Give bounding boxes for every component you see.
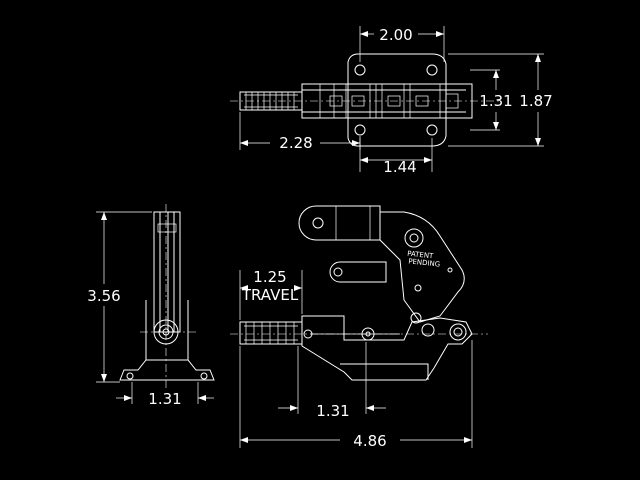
dim-front-overall-length: 4.86 [353, 432, 386, 450]
patent-line-1: PATENT [407, 250, 435, 261]
dim-top-width: 2.00 [379, 26, 412, 44]
dim-side-height: 3.56 [87, 287, 120, 305]
side-view: 3.56 1.31 [87, 204, 215, 408]
dim-top-inner-height: 1.31 [479, 92, 512, 110]
travel-value: 1.25 [253, 268, 286, 286]
dim-top-base-width: 1.44 [383, 158, 416, 176]
dim-side-base-width: 1.31 [148, 390, 181, 408]
dim-front-base-width: 1.31 [316, 402, 349, 420]
dim-top-plunger-length: 2.28 [279, 134, 312, 152]
travel-label: TRAVEL [241, 286, 299, 304]
front-view: PATENT PENDING 1.25 TRAVEL [230, 205, 488, 450]
dim-top-outer-height: 1.87 [519, 92, 552, 110]
patent-line-2: PENDING [408, 257, 441, 268]
top-view: 2.00 1.31 1.87 2.28 1.44 [230, 26, 553, 176]
